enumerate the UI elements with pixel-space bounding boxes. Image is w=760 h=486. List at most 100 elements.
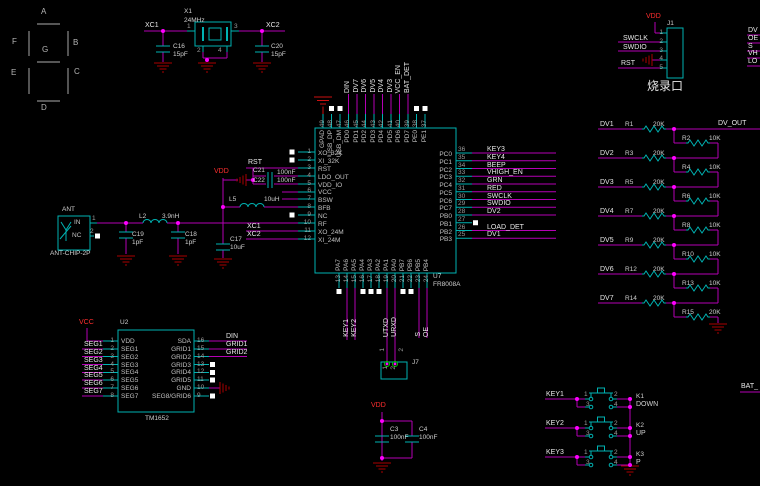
net-label-xc2[interactable]: XC2	[247, 231, 261, 238]
key-switch-row[interactable]: KEY1 1 2 3 4 K1 DOWN	[544, 388, 674, 417]
shunt-resistor[interactable]: R13 10K	[678, 276, 738, 305]
net-label-dv-out[interactable]: DV_OUT	[718, 120, 747, 127]
net-label[interactable]: DV6	[600, 266, 614, 273]
net-label[interactable]: DV6	[361, 79, 369, 93]
pin-number: 9	[197, 391, 201, 399]
net-label[interactable]: SWCLK	[487, 192, 512, 200]
key-switch-row[interactable]: KEY2 1 2 3 4 K2 UP	[544, 417, 674, 446]
net-label[interactable]: DV5	[369, 79, 377, 93]
net-label[interactable]: DV3	[386, 79, 394, 93]
net-label[interactable]: VH	[748, 50, 758, 58]
net-label[interactable]: DV4	[378, 79, 386, 93]
net-label[interactable]	[226, 380, 247, 388]
crystal-body[interactable]	[194, 21, 232, 47]
net-label[interactable]: GRID1	[226, 340, 248, 348]
net-label[interactable]: LO	[748, 58, 758, 66]
net-label[interactable]: DV2	[487, 208, 501, 215]
net-label[interactable]: DIN	[226, 333, 239, 340]
pin-number: 1	[92, 215, 96, 222]
net-label[interactable]: OE	[748, 34, 759, 42]
net-label[interactable]: DV3	[600, 179, 614, 186]
net-label[interactable]: KEY4	[487, 153, 505, 161]
net-label[interactable]: SEG1	[84, 341, 103, 348]
ladder-row[interactable]: DV7 R14 20K	[596, 291, 716, 320]
net-label[interactable]	[487, 216, 524, 224]
net-label[interactable]: DV7	[600, 295, 614, 302]
net-label-rst[interactable]: RST	[621, 60, 635, 67]
net-label-bat[interactable]: BAT_	[741, 383, 758, 390]
shunt-resistor[interactable]: R4 10K	[678, 160, 738, 189]
shunt-resistor[interactable]: R2 10K	[678, 131, 738, 160]
net-label[interactable]: OE	[423, 326, 430, 337]
ic-body[interactable]	[314, 127, 457, 274]
j7-pads[interactable]	[384, 361, 398, 367]
net-label[interactable]: KEY3	[546, 449, 564, 456]
inductor-value: 10uH	[264, 196, 280, 203]
net-label[interactable]: UTXD	[383, 317, 390, 337]
net-label-swclk[interactable]: SWCLK	[623, 35, 648, 42]
net-label[interactable]: DV1	[487, 231, 501, 239]
net-label-xc1[interactable]: XC1	[145, 22, 159, 29]
net-label[interactable]: SEG6	[84, 380, 103, 388]
net-label[interactable]	[226, 372, 247, 380]
net-label[interactable]: SEG2	[84, 348, 103, 356]
net-label[interactable]	[226, 388, 247, 396]
net-label[interactable]: SEG5	[84, 372, 103, 380]
net-label[interactable]: KEY2	[351, 319, 358, 337]
pin-number: 2	[90, 228, 94, 235]
ladder-row[interactable]: DV3 R5 20K	[596, 175, 716, 204]
switch-k3[interactable]	[585, 445, 617, 468]
net-label[interactable]: DV1	[600, 121, 614, 128]
j1-body[interactable]	[666, 27, 684, 79]
shunt-resistor[interactable]: R8 10K	[678, 218, 738, 247]
net-label[interactable]: DV4	[600, 208, 614, 215]
resistor-ref: R2	[682, 135, 691, 142]
net-label[interactable]: VHIGH_EN	[487, 169, 523, 177]
net-label-swdio[interactable]: SWDIO	[623, 44, 647, 51]
ladder-row[interactable]: DV6 R12 20K	[596, 262, 716, 291]
inductor-l5[interactable]	[239, 203, 265, 208]
net-label-xc1[interactable]: XC1	[247, 223, 261, 230]
switch-k2[interactable]	[585, 416, 617, 439]
u2-body[interactable]	[117, 329, 195, 413]
pin-name: SEG5	[121, 377, 139, 385]
net-label[interactable]: KEY2	[546, 420, 564, 427]
shunt-resistor[interactable]: R10 10K	[678, 247, 738, 276]
net-label[interactable]: BAT_DET	[403, 62, 411, 93]
net-label[interactable]: SEG3	[84, 356, 103, 364]
net-label-xc2[interactable]: XC2	[266, 22, 280, 29]
net-label-rst[interactable]: RST	[248, 159, 262, 166]
net-label[interactable]: KEY1	[343, 319, 350, 337]
net-label[interactable]: SWDIO	[487, 200, 511, 208]
antenna-part: ANT-CHIP-2P	[50, 250, 91, 257]
net-label[interactable]: SEG4	[84, 364, 103, 372]
net-label[interactable]: URXD	[391, 317, 398, 337]
net-label[interactable]: GRN	[487, 177, 503, 184]
net-label[interactable]: S	[415, 332, 422, 337]
net-label[interactable]: LOAD_DET	[487, 223, 524, 231]
net-label[interactable]	[226, 357, 247, 365]
net-label[interactable]: DIN	[344, 80, 352, 93]
shunt-resistor[interactable]: R6 10K	[678, 189, 738, 218]
net-label[interactable]: DV7	[352, 79, 360, 93]
net-label[interactable]: VCC_EN	[395, 64, 403, 93]
pin-name: SEG8/GRID6	[151, 392, 191, 400]
net-label[interactable]: DV	[748, 27, 758, 34]
switch-k1[interactable]	[585, 387, 617, 410]
antenna-body[interactable]	[57, 215, 91, 251]
key-switch-row[interactable]: KEY3 1 2 3 4 K3 P	[544, 446, 674, 475]
net-label[interactable]	[226, 364, 247, 372]
ladder-row[interactable]: DV1 R1 20K	[596, 117, 716, 146]
net-label[interactable]: DV2	[600, 150, 614, 157]
net-label[interactable]: RED	[487, 184, 502, 192]
ladder-row[interactable]: DV5 R9 20K	[596, 233, 716, 262]
ladder-row[interactable]: DV2 R3 20K	[596, 146, 716, 175]
net-label[interactable]: SEG7	[84, 388, 103, 396]
net-label[interactable]: DV5	[600, 237, 614, 244]
net-label[interactable]: KEY3	[487, 146, 505, 153]
net-label[interactable]: S	[748, 42, 753, 50]
net-label[interactable]: GRID2	[226, 348, 248, 356]
net-label[interactable]: BEEP	[487, 161, 506, 169]
ladder-row[interactable]: DV4 R7 20K	[596, 204, 716, 233]
net-label[interactable]: KEY1	[546, 391, 564, 398]
